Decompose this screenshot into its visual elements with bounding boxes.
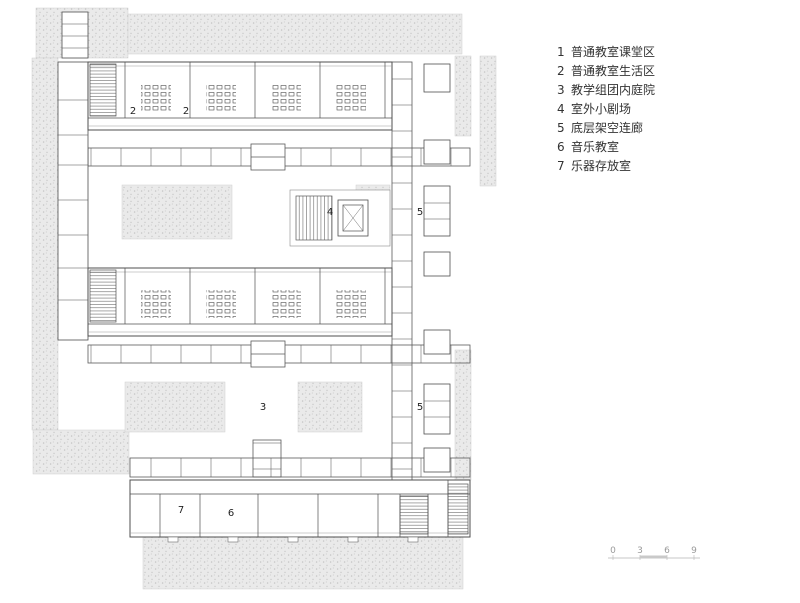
legend-item: 1 普通教室课堂区: [557, 42, 655, 61]
legend-item-number: 2: [557, 63, 565, 78]
desk-area: [141, 290, 171, 318]
scale-tick-3: 3: [637, 546, 643, 556]
scale-bar: 0 3 6 9: [608, 546, 700, 560]
legend-item-number: 1: [557, 44, 565, 59]
service-core: [447, 483, 469, 535]
right-wing-rooms: [423, 63, 451, 473]
desk-area: [206, 290, 236, 318]
legend-item-number: 7: [557, 158, 565, 173]
corridor-label-lower: 5: [417, 402, 423, 413]
legend-item-number: 4: [557, 101, 565, 116]
scale-tick-6: 6: [664, 546, 670, 556]
desk-area: [336, 290, 366, 318]
room-label-2a: 2: [130, 106, 136, 117]
classroom-strip-middle: [87, 267, 393, 337]
desk-area: [336, 84, 366, 112]
desk-area: [271, 290, 301, 318]
circulation-corridors: [87, 61, 471, 481]
scale-tick-0: 0: [610, 546, 616, 556]
legend-item-label: 乐器存放室: [571, 159, 632, 173]
desk-area: [271, 84, 301, 112]
room-label-2b: 2: [183, 106, 189, 117]
legend-item: 6 音乐教室: [557, 137, 655, 156]
legend-item: 2 普通教室生活区: [557, 61, 655, 80]
legend-item-label: 音乐教室: [571, 140, 620, 154]
legend-item-number: 5: [557, 120, 565, 135]
theater-label: 4: [327, 207, 333, 218]
legend-item-number: 6: [557, 139, 565, 154]
stair-core: [399, 495, 429, 535]
classroom-strip-top: 2 2: [87, 61, 393, 131]
desk-area: [206, 84, 236, 112]
legend-item: 3 教学组团内庭院: [557, 80, 655, 99]
circulation-spine: [391, 61, 413, 481]
courtyard-label: 3: [260, 402, 266, 413]
connector-corridor-bottom: [129, 457, 471, 478]
legend-item: 5 底层架空连廊: [557, 118, 655, 137]
outdoor-theater: 4: [289, 189, 391, 247]
scale-tick-9: 9: [691, 546, 697, 556]
corridor-label-upper: 5: [417, 207, 423, 218]
legend-item-label: 室外小剧场: [571, 102, 632, 116]
legend-item: 7 乐器存放室: [557, 156, 655, 175]
theater-seating: [295, 195, 333, 241]
music-building: 7 6: [129, 479, 471, 543]
legend-item-label: 普通教室生活区: [571, 64, 656, 78]
legend-item-label: 普通教室课堂区: [571, 45, 656, 59]
instrument-room-label: 7: [178, 505, 184, 516]
desk-area: [141, 84, 171, 112]
music-room-label: 6: [228, 508, 234, 519]
area-labels: 5 3 5: [260, 207, 423, 413]
legend: 1 普通教室课堂区 2 普通教室生活区 3 教学组团内庭院 4 室外小剧场 5 …: [557, 42, 655, 175]
left-service-wing: [57, 11, 89, 341]
stair-core: [89, 63, 117, 117]
legend-item-number: 3: [557, 82, 565, 97]
stair-core: [89, 269, 117, 323]
legend-item-label: 教学组团内庭院: [571, 83, 656, 97]
legend-item: 4 室外小剧场: [557, 99, 655, 118]
legend-item-label: 底层架空连廊: [571, 121, 644, 135]
vertical-connector: [252, 439, 282, 478]
